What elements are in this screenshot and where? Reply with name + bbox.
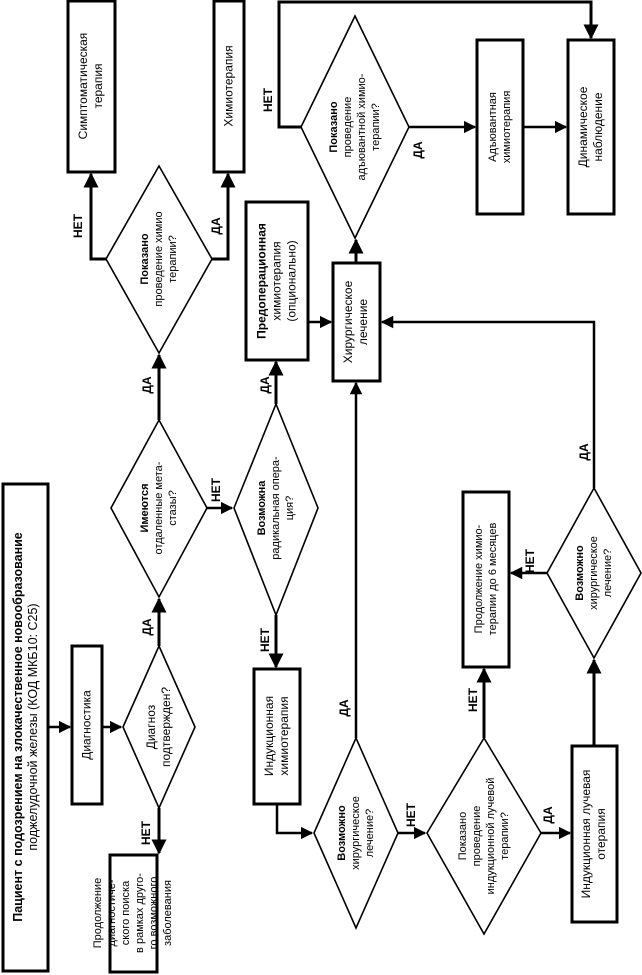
symptomatic-box	[66, 0, 117, 174]
diag-confirmed-text: Диагноз подтвержден?	[144, 687, 173, 767]
arrow-induction-chemo-decision	[275, 804, 314, 840]
adjuvant-indicated-text: Показано проведение адъювантной химио- т…	[328, 73, 382, 181]
diag-confirmed-diamond	[122, 644, 196, 810]
chemotherapy-text: Химиотерапия	[221, 45, 236, 127]
continue-search-box	[108, 853, 159, 974]
label-surgery1-no: НЕТ	[404, 803, 418, 827]
label-adjuvant-no: НЕТ	[261, 88, 275, 112]
start-box	[1, 482, 50, 973]
label-metastases-yes: ДА	[140, 376, 154, 394]
chemotherapy-box	[212, 0, 246, 174]
label-rt-no: НЕТ	[466, 688, 480, 712]
label-rt-yes: ДА	[541, 806, 555, 824]
arrow-adjuvant-no	[277, 0, 599, 129]
start-text: Пациент с подозрением на злокачественное…	[11, 532, 40, 922]
surgery-possible-2-text: Возможно хирургическое лечение?	[574, 536, 614, 610]
diagnostics-text: Диагностика	[79, 690, 94, 760]
arrow-chemo-no	[83, 172, 106, 261]
label-diag-yes: ДА	[140, 618, 154, 636]
chemo-indicated-text: Показано проведение химио терапии?	[139, 211, 179, 307]
induction-chemo-text: Индукционная химиотерапия	[262, 695, 291, 777]
label-metastases-no: НЕТ	[209, 478, 223, 502]
induction-rt-box	[570, 744, 619, 924]
arrow-chemo-yes	[212, 172, 236, 261]
surgery-possible-2-diamond	[546, 486, 642, 660]
radical-possible-diamond	[233, 401, 319, 618]
preop-chemo-box	[244, 200, 310, 362]
adjuvant-chemo-box	[475, 38, 525, 216]
surgery-box	[331, 261, 382, 383]
radical-possible-text: Возможна радикальная опера- ция?	[256, 456, 296, 560]
label-chemo-no: НЕТ	[71, 214, 85, 238]
label-surgery2-yes: ДА	[577, 443, 591, 461]
label-adjuvant-yes: ДА	[411, 141, 425, 159]
surgery-possible-1-text: Возможно хирургическое лечение?	[336, 796, 376, 870]
continue-chemo-text: Продолжение химио- терапии до 6 месяцев	[473, 522, 499, 636]
follow-up-text: Динамическое наблюдение	[576, 86, 605, 168]
label-radical-no: НЕТ	[258, 628, 272, 652]
follow-up-box	[566, 38, 616, 216]
induction-rt-indicated-text: Показано проведение индукционной лучевой…	[457, 777, 511, 895]
label-chemo-yes: ДА	[209, 217, 223, 235]
surgery-text: Хирургическое лечение	[341, 280, 370, 364]
preop-chemo-text: Предоперационная химиотерапия (опциональ…	[254, 223, 299, 339]
adjuvant-chemo-text: Адъювантная химиотерапия	[487, 90, 513, 164]
arrow-surgery2-yes	[380, 315, 596, 488]
metastases-text: Имеются отдаленные мета- стазы?	[139, 461, 179, 555]
label-surgery2-no: НЕТ	[523, 549, 537, 573]
continue-chemo-box	[461, 490, 511, 669]
symptomatic-text: Симптоматическая терапия	[76, 32, 105, 140]
label-radical-yes: ДА	[258, 376, 272, 394]
induction-rt-text: Индукционная лучевая отерапия	[579, 769, 608, 899]
continue-search-text: Продолжение диагностиче- ского поиска в …	[92, 873, 174, 953]
label-diag-no: НЕТ	[139, 821, 153, 845]
label-surgery1-yes: ДА	[337, 699, 351, 717]
diagnostics-box	[70, 644, 104, 806]
